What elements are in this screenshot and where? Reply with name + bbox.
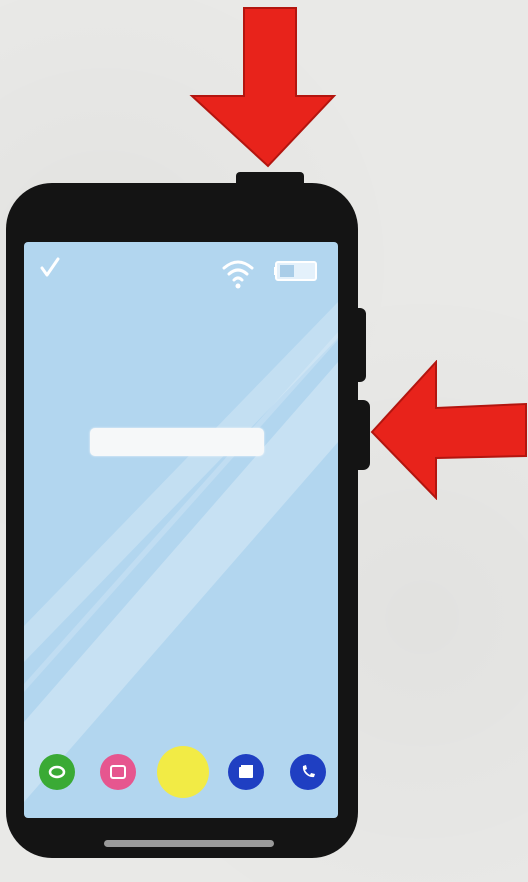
cards-icon[interactable]	[228, 754, 264, 790]
messages-icon[interactable]	[39, 754, 75, 790]
volume-button-arrow	[368, 360, 528, 500]
power-button-arrow	[188, 4, 338, 168]
screen-glare	[24, 242, 338, 818]
phone-screen	[24, 242, 338, 818]
gallery-icon[interactable]	[100, 754, 136, 790]
phone-icon[interactable]	[290, 754, 326, 790]
battery-icon	[272, 260, 322, 290]
search-bar[interactable]	[90, 428, 264, 456]
wifi-icon	[220, 254, 260, 294]
home-app-icon[interactable]	[157, 746, 209, 798]
status-bar	[24, 242, 338, 292]
app-dock	[24, 742, 338, 802]
home-indicator	[104, 840, 274, 847]
